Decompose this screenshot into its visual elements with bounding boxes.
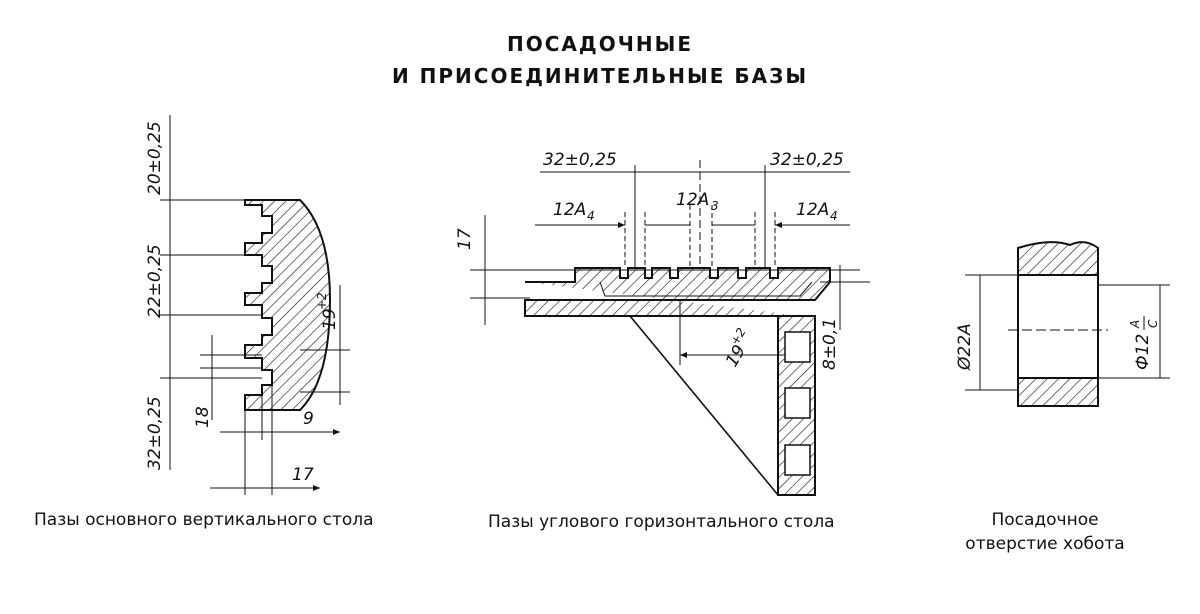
dim-vertical-18: 18: [193, 406, 213, 428]
angular-table-drawing: [470, 160, 870, 496]
dim-angular-12a4-right-base: 12A: [796, 200, 829, 220]
vertical-table-drawing: [160, 115, 350, 495]
dim-bore-22: Ø22A: [955, 323, 975, 371]
dim-vertical-9: 9: [303, 409, 314, 429]
arm-bore-bottom-wall: [1017, 377, 1099, 407]
angular-table-top: [524, 267, 831, 317]
dim-angular-12a3-base: 12A: [676, 190, 709, 210]
arm-bore-drawing: [965, 241, 1170, 407]
caption-arm-bore-line-1: Посадочное: [991, 510, 1099, 530]
dim-angular-12a3-sub: 3: [711, 199, 719, 213]
dim-bore-12-den: C: [1146, 319, 1160, 328]
vertical-table-body: [244, 199, 332, 411]
dim-angular-8: 8±0,1: [820, 318, 840, 370]
dim-bore-12-num: A: [1128, 320, 1142, 329]
dim-angular-12a4-left-base: 12A: [553, 200, 586, 220]
dim-vertical-17: 17: [292, 465, 314, 485]
dim-vertical-20: 20±0,25: [145, 121, 165, 195]
dim-vertical-22: 22±0,25: [145, 244, 165, 318]
arm-bore-top-wall: [1017, 241, 1099, 276]
title-line-1: ПОСАДОЧНЫЕ: [507, 32, 693, 56]
dim-angular-12a4-left: 12A 4: [553, 200, 595, 223]
caption-arm-bore-line-2: отверстие хобота: [965, 534, 1125, 554]
dim-angular-12a4-left-sub: 4: [587, 209, 595, 223]
dim-bore-12-prefix: Ф12: [1133, 334, 1153, 370]
dim-angular-12a3: 12A 3: [676, 190, 719, 213]
caption-angular-table: Пазы углового горизонтального стола: [488, 512, 835, 532]
dim-angular-12a4-right-sub: 4: [830, 209, 838, 223]
caption-arm-bore: Посадочное отверстие хобота: [945, 508, 1145, 556]
dim-bore-12: Ф12 A C: [1128, 316, 1160, 370]
page-title: ПОСАДОЧНЫЕ И ПРИСОЕДИНИТЕЛЬНЫЕ БАЗЫ: [0, 28, 1200, 92]
title-line-2: И ПРИСОЕДИНИТЕЛЬНЫЕ БАЗЫ: [391, 64, 809, 88]
dim-angular-17: 17: [455, 228, 475, 250]
dim-vertical-32: 32±0,25: [145, 396, 165, 470]
dim-vertical-19: 19 +2: [315, 292, 340, 330]
dim-angular-32-left: 32±0,25: [543, 150, 617, 170]
dim-vertical-19-base: 19: [320, 308, 340, 330]
dim-angular-32-right: 32±0,25: [770, 150, 844, 170]
dim-angular-12a4-right: 12A 4: [796, 200, 838, 223]
caption-vertical-table: Пазы основного вертикального стола: [34, 510, 374, 530]
dim-angular-19: 19 +2: [722, 325, 750, 370]
dim-vertical-19-sup: +2: [315, 292, 329, 310]
